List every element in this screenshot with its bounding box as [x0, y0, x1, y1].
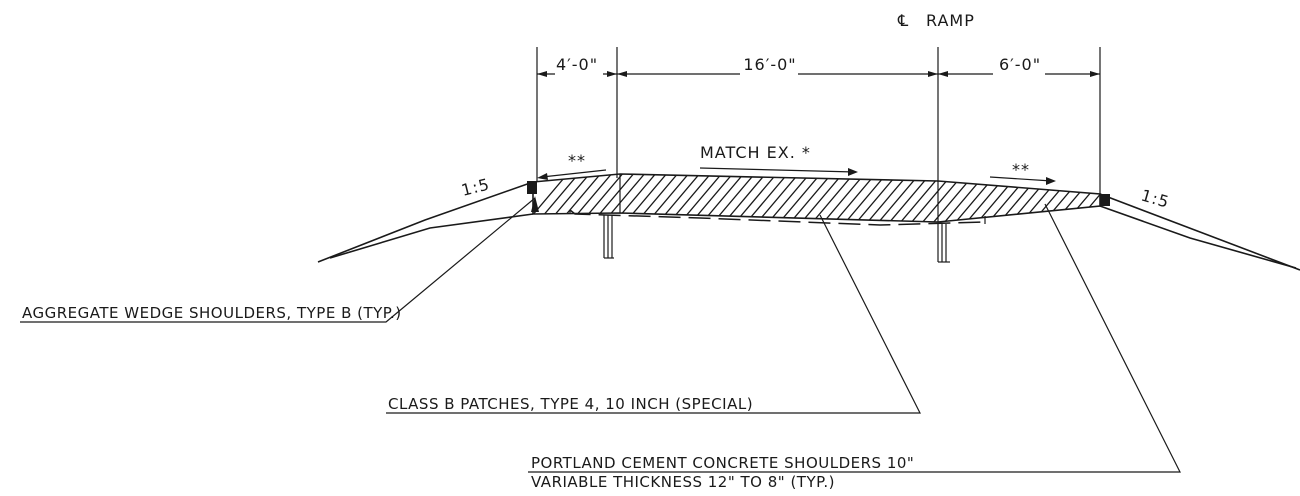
dimension-label-left-shoulder: 4′-0": [556, 55, 598, 74]
callout-pcc-shoulders-line2: VARIABLE THICKNESS 12" TO 8" (TYP.): [531, 473, 835, 491]
callout-class-b-patches: CLASS B PATCHES, TYPE 4, 10 INCH (SPECIA…: [388, 395, 753, 413]
hatch-line: [783, 174, 840, 222]
dimension-labels: 4′-0" 16′-0" 6′-0": [555, 55, 1045, 76]
leader-patches: [386, 214, 921, 414]
grade-marker-right: **: [1012, 160, 1030, 179]
centerline-symbol: ℄: [897, 11, 909, 30]
leader-pcc: [528, 203, 1181, 473]
joint-symbol-left: [603, 215, 614, 259]
aggregate-wedge-left: [527, 181, 537, 194]
hatch-line: [1036, 174, 1093, 222]
pavement-slab: [532, 173, 1101, 223]
dim-arrow: [537, 71, 547, 77]
callout-aggregate-wedge: AGGREGATE WEDGE SHOULDERS, TYPE B (TYP.): [22, 304, 402, 322]
hatch-line: [541, 174, 598, 222]
dim-arrow: [607, 71, 617, 77]
embankment: [317, 181, 1300, 271]
centerline-label: ℄ RAMP: [897, 11, 975, 30]
dim-arrow: [1090, 71, 1100, 77]
dim-arrow: [928, 71, 938, 77]
aggregate-wedge-right: [1100, 194, 1110, 206]
hatch-line: [684, 174, 741, 222]
grade-marker-left: **: [568, 151, 586, 170]
hatch-line: [1047, 174, 1100, 222]
slope-label-right: 1:5: [1139, 186, 1172, 212]
leader-aggregate: [20, 196, 539, 323]
dimension-extension-lines: [536, 47, 1101, 194]
hatch-line: [695, 174, 752, 222]
dim-arrow: [617, 71, 627, 77]
grade-note-right: **: [989, 160, 1056, 185]
dimension-label-travel-lane: 16′-0": [743, 55, 796, 74]
slope-label-left: 1:5: [459, 174, 491, 199]
existing-pavement-line: [569, 209, 986, 226]
hatch-line: [959, 174, 1016, 222]
grade-note-left: **: [537, 151, 607, 180]
centerline-ramp-label: RAMP: [926, 11, 975, 30]
joint-symbol-right: [937, 224, 950, 263]
grade-note-center: MATCH EX. *: [699, 143, 858, 176]
callout-pcc-shoulders-line1: PORTLAND CEMENT CONCRETE SHOULDERS 10": [531, 454, 914, 472]
match-existing-label: MATCH EX. *: [700, 143, 811, 162]
hatch-line: [1069, 174, 1100, 222]
hatch-line: [772, 174, 829, 222]
dim-arrow: [938, 71, 948, 77]
dimension-label-right-shoulder: 6′-0": [999, 55, 1041, 74]
